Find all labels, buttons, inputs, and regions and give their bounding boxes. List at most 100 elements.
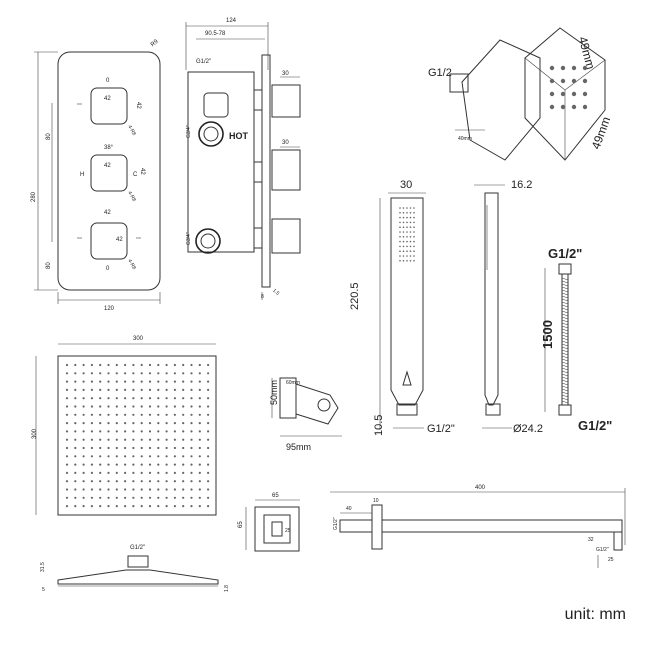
spray-nozzle-dot: [140, 471, 143, 474]
spray-nozzle-dot: [132, 488, 135, 491]
spray-nozzle-dot: [148, 471, 152, 474]
spray-nozzle-dot: [115, 463, 118, 466]
knob-bot-label: 0: [106, 266, 110, 272]
spray-nozzle-dot: [82, 471, 85, 474]
spray-nozzle-dot: [406, 236, 408, 238]
spray-nozzle-dot: [99, 372, 102, 375]
spray-nozzle-dot: [99, 488, 102, 491]
spray-nozzle-dot: [99, 471, 102, 474]
knob-top: [90, 87, 128, 125]
spray-nozzle-dot: [190, 471, 193, 474]
spray-nozzle-dot: [165, 480, 168, 483]
spray-nozzle-dot: [99, 446, 102, 450]
spray-nozzle-dot: [198, 438, 201, 441]
spray-nozzle-dot: [207, 471, 210, 474]
knob-top-w: 42: [104, 96, 111, 102]
spray-nozzle-dot: [107, 480, 110, 483]
spray-nozzle-dot: [99, 505, 102, 508]
spray-nozzle-dot: [90, 405, 93, 408]
hose-coil-line: [561, 397, 569, 401]
spray-nozzle-dot: [148, 446, 152, 450]
spray-nozzle-dot: [165, 422, 168, 425]
hose-coil-line: [561, 286, 569, 290]
spray-nozzle-dot: [82, 397, 85, 400]
knob-bot-h: 42: [116, 237, 123, 243]
spray-nozzle-dot: [140, 496, 143, 499]
spray-nozzle-dot: [190, 372, 193, 375]
spray-nozzle-dot: [132, 471, 135, 474]
spray-nozzle-dot: [140, 488, 143, 491]
plate-thickness: 8: [261, 294, 264, 300]
spray-nozzle-dot: [182, 471, 185, 474]
knob-bot-w: 42: [104, 210, 111, 216]
spray-nozzle-dot: [402, 245, 405, 248]
spray-nozzle-dot: [165, 455, 168, 458]
spray-nozzle-dot: [198, 505, 201, 508]
spray-nozzle-dot: [132, 363, 135, 367]
spray-nozzle-dot: [190, 380, 193, 383]
spray-nozzle-dot: [148, 496, 152, 499]
hose-coil-line: [561, 382, 569, 386]
spray-nozzle-dot: [90, 505, 93, 508]
spray-nozzle-dot: [198, 496, 201, 499]
spray-nozzle-dot: [198, 480, 201, 483]
spindle-mid-label: 30: [282, 140, 289, 146]
rain-head-side-view: G1/2" 31.5 5 1.8: [40, 545, 230, 593]
spray-nozzle-dot: [402, 212, 405, 214]
spray-nozzle-dot: [399, 231, 401, 233]
spray-nozzle-dot: [157, 446, 160, 450]
spray-nozzle-dot: [207, 413, 210, 416]
spray-nozzle-dot: [82, 372, 85, 375]
spray-nozzle-dot: [165, 446, 168, 450]
spray-nozzle-dot: [207, 496, 210, 499]
spray-nozzle-dot: [140, 505, 143, 508]
spray-nozzle-dot: [173, 413, 176, 416]
spray-nozzle-dot: [207, 422, 210, 425]
spray-nozzle-dot: [413, 226, 415, 228]
spray-nozzle-dot: [207, 380, 210, 383]
arm-end-depth: 25: [608, 557, 614, 563]
spray-nozzle-dot: [182, 455, 185, 458]
spray-nozzle-dot: [90, 397, 93, 400]
spray-nozzle-dot: [582, 104, 588, 110]
hose-thread-bottom: G1/2": [578, 418, 612, 433]
spray-nozzle-dot: [198, 363, 201, 367]
hose-length: 1500: [540, 320, 555, 349]
spray-nozzle-dot: [115, 505, 118, 508]
spray-nozzle-dot: [190, 505, 193, 508]
spray-nozzle-dot: [190, 422, 193, 425]
spray-nozzle-dot: [65, 397, 69, 400]
knob-mid-cold: C: [133, 172, 138, 178]
spray-nozzle-dot: [190, 496, 193, 499]
spray-nozzle-dot: [132, 405, 135, 408]
bracket-width: 60mm: [286, 380, 300, 386]
spray-nozzle-dot: [582, 91, 588, 97]
hand-shower-thread: G1/2": [427, 423, 455, 435]
spray-nozzle-dot: [99, 430, 102, 433]
spray-nozzle-dot: [399, 260, 401, 262]
spray-nozzle-dot: [82, 488, 85, 491]
spray-nozzle-dot: [115, 471, 118, 474]
spray-nozzle-dot: [198, 413, 201, 416]
spray-nozzle-dot: [124, 430, 127, 433]
spray-nozzle-dot: [409, 212, 412, 214]
spray-nozzle-dot: [560, 91, 566, 97]
spray-nozzle-dot: [148, 372, 152, 375]
spray-nozzle-dot: [132, 505, 135, 508]
spray-nozzle-dot: [65, 455, 69, 458]
spray-nozzle-dot: [148, 430, 152, 433]
hose-coil-line: [561, 283, 569, 287]
hand-shower-length: 220.5: [349, 282, 361, 310]
rain-side-thickness: 1.8: [224, 585, 230, 592]
spray-nozzle-dot: [413, 212, 415, 214]
hand-shower-spray-dots: [399, 207, 415, 262]
hose-coil-line: [561, 298, 569, 302]
spray-nozzle-dot: [124, 488, 127, 491]
spray-nozzle-dot: [82, 446, 85, 450]
spray-nozzle-dot: [173, 471, 176, 474]
spray-nozzle-dot: [82, 463, 85, 466]
spray-nozzle-dot: [107, 463, 110, 466]
spray-nozzle-dot: [549, 78, 555, 84]
spray-nozzle-dot: [182, 496, 185, 499]
